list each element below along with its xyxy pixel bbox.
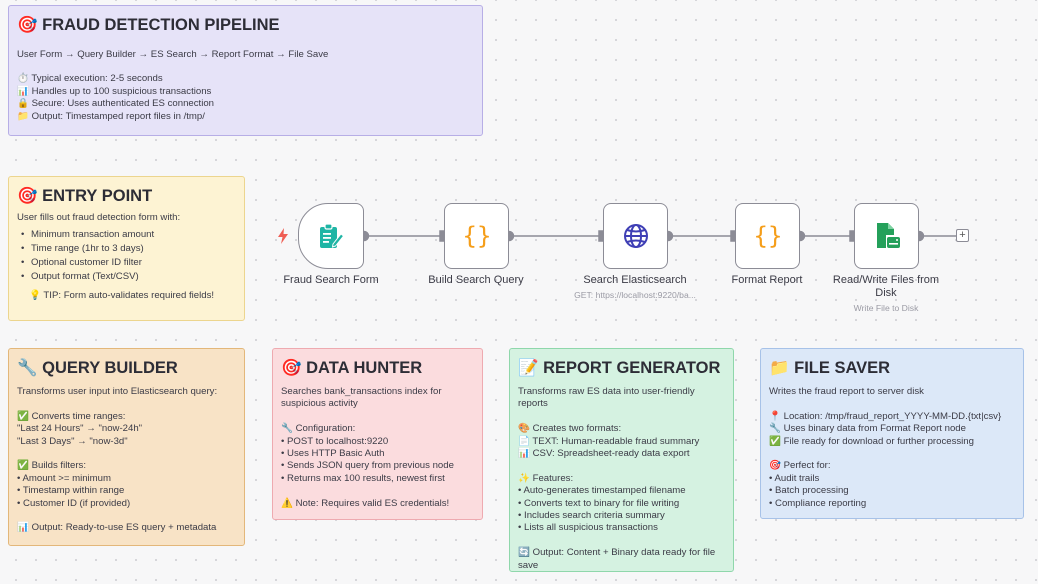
note-title: 📝 REPORT GENERATOR (518, 359, 721, 377)
code-braces-icon: {} (462, 222, 491, 250)
note-line: 🔄 Output: Content + Binary data ready fo… (518, 547, 716, 559)
node-fraud-search-form[interactable] (298, 203, 364, 269)
note-line: • Compliance reporting (769, 497, 867, 509)
note-line: 🔧 Configuration: (281, 423, 356, 435)
note-line: ✨ Features: (518, 472, 574, 484)
trigger-bolt-icon (278, 228, 288, 244)
node-label: Fraud Search Form (283, 274, 379, 286)
node-label: Read/Write Files from Disk (832, 274, 940, 299)
note-line: 🎯 Perfect for: (769, 460, 831, 472)
note-line: ✅ Builds filters: (17, 460, 86, 472)
node-build-search-query[interactable]: {} (444, 203, 509, 269)
code-braces-icon: {} (753, 222, 782, 250)
sticky-note-pipeline[interactable]: 🎯 FRAUD DETECTION PIPELINE User Form → Q… (8, 5, 483, 136)
note-tip: 💡 TIP: Form auto-validates required fiel… (29, 290, 215, 302)
node-search-elasticsearch[interactable] (603, 203, 668, 269)
note-line: 📊 Output: Ready-to-use ES query + metada… (17, 522, 217, 534)
sticky-note-report-generator[interactable]: 📝 REPORT GENERATOR Transforms raw ES dat… (509, 348, 734, 572)
note-line: reports (518, 398, 548, 410)
note-line: • Returns max 100 results, newest first (281, 472, 445, 484)
note-line: User Form → Query Builder → ES Search → … (17, 49, 329, 60)
sticky-note-entry[interactable]: 🎯 ENTRY POINT User fills out fraud detec… (8, 176, 245, 321)
note-bullet-list: Minimum transaction amount Time range (1… (17, 228, 236, 284)
note-line: Transforms raw ES data into user-friendl… (518, 386, 695, 397)
note-line: 🔒 Secure: Uses authenticated ES connecti… (17, 98, 215, 110)
note-line: • Batch processing (769, 485, 849, 497)
globe-icon (623, 224, 648, 248)
note-line: 📊 Handles up to 100 suspicious transacti… (17, 85, 212, 97)
node-subtitle: GET: https://localhost:9220/ba... (574, 290, 696, 300)
note-line: Transforms user input into Elasticsearch… (17, 386, 218, 397)
note-line: 📁 Output: Timestamped report files in /t… (17, 110, 205, 122)
add-node-button[interactable]: + (956, 229, 969, 242)
note-line: • Audit trails (769, 472, 820, 484)
note-title: 🎯 DATA HUNTER (281, 359, 423, 377)
sticky-note-query-builder[interactable]: 🔧 QUERY BUILDER Transforms user input in… (8, 348, 245, 546)
note-title: 🔧 QUERY BUILDER (17, 359, 178, 377)
note-title: 🎯 ENTRY POINT (17, 187, 153, 205)
note-line: • POST to localhost:9220 (281, 435, 389, 447)
note-line: • Auto-generates timestamped filename (518, 485, 686, 497)
node-label: Search Elasticsearch (583, 274, 687, 286)
note-line: ✅ Converts time ranges: (17, 410, 126, 422)
note-line: Writes the fraud report to server disk (769, 386, 924, 397)
node-label: Format Report (731, 274, 803, 286)
note-line: "Last 24 Hours" → "now-24h" (17, 423, 143, 435)
svg-text:{}: {} (753, 222, 782, 250)
note-line: • Uses HTTP Basic Auth (281, 448, 385, 460)
note-line: • Lists all suspicious transactions (518, 522, 658, 534)
list-item: Optional customer ID filter (17, 256, 236, 270)
note-title: 🎯 FRAUD DETECTION PIPELINE (17, 16, 280, 34)
note-line: • Timestamp within range (17, 485, 125, 497)
node-label: Build Search Query (428, 274, 524, 286)
note-line: 📍 Location: /tmp/fraud_report_YYYY-MM-DD… (769, 410, 1002, 422)
note-line: • Sends JSON query from previous node (281, 460, 454, 472)
note-line: Searches bank_transactions index for (281, 386, 442, 397)
note-line: • Amount >= minimum (17, 472, 112, 484)
note-line: "Last 3 Days" → "now-3d" (17, 435, 128, 447)
note-line: ⚠️ Note: Requires valid ES credentials! (281, 497, 450, 509)
note-line: • Includes search criteria summary (518, 510, 665, 522)
note-line: 📊 CSV: Spreadsheet-ready data export (518, 448, 690, 460)
sticky-note-data-hunter[interactable]: 🎯 DATA HUNTER Searches bank_transactions… (272, 348, 483, 520)
note-line: ⏱️ Typical execution: 2-5 seconds (17, 73, 163, 85)
node-subtitle: Write File to Disk (853, 303, 919, 313)
note-line: save (518, 559, 539, 571)
sticky-note-file-saver[interactable]: 📁 FILE SAVER Writes the fraud report to … (760, 348, 1024, 519)
svg-text:{}: {} (462, 222, 491, 250)
form-icon (320, 223, 345, 248)
note-line: User fills out fraud detection form with… (17, 212, 181, 223)
note-line: ✅ File ready for download or further pro… (769, 435, 974, 447)
list-item: Time range (1hr to 3 days) (17, 242, 236, 256)
note-line: 🎨 Creates two formats: (518, 423, 622, 435)
node-read-write-files[interactable] (854, 203, 919, 269)
note-line: • Converts text to binary for file writi… (518, 497, 680, 509)
note-line: suspicious activity (281, 398, 358, 410)
file-disk-icon (876, 223, 900, 248)
note-line: • Customer ID (if provided) (17, 497, 131, 509)
list-item: Output format (Text/CSV) (17, 270, 236, 284)
note-line: 🔧 Uses binary data from Format Report no… (769, 423, 966, 435)
list-item: Minimum transaction amount (17, 228, 236, 242)
node-format-report[interactable]: {} (735, 203, 800, 269)
note-line: 📄 TEXT: Human-readable fraud summary (518, 435, 700, 447)
note-title: 📁 FILE SAVER (769, 359, 891, 377)
